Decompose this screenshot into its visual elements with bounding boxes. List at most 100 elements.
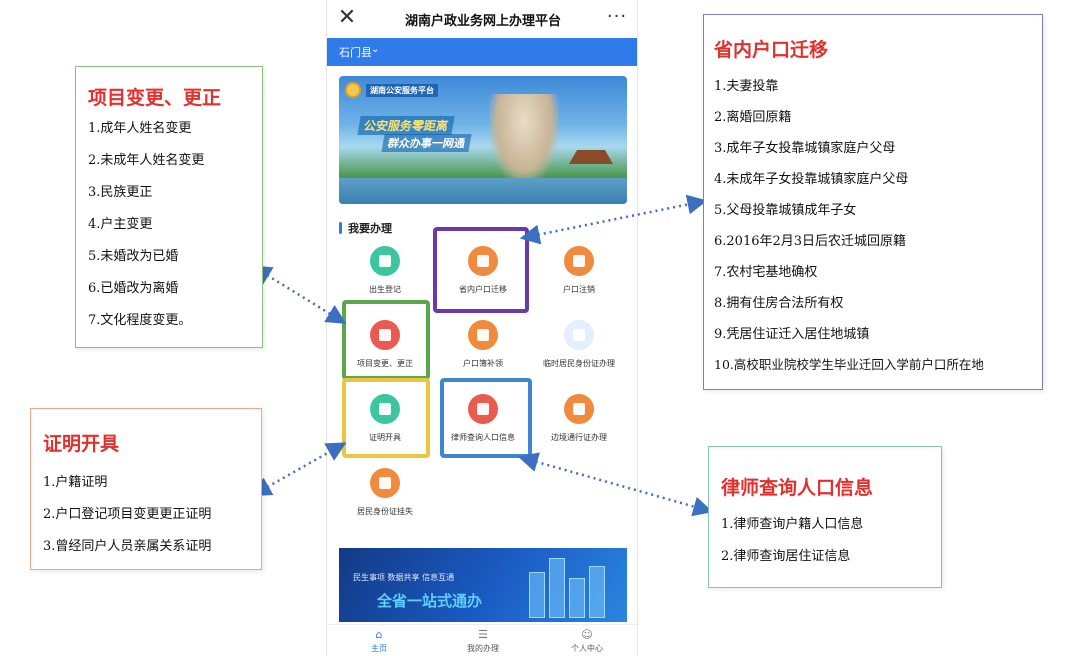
- callout-item: 6.已婚改为离婚: [88, 281, 179, 296]
- building-graphic: [549, 558, 565, 618]
- service-booklet-reissue[interactable]: 户口簿补领: [435, 320, 531, 380]
- region-selector[interactable]: 石门县: [339, 46, 372, 59]
- highlight-frame-migration: [433, 227, 529, 313]
- callout-title: 省内户口迁移: [714, 39, 829, 61]
- search-person-icon: [468, 394, 498, 424]
- callout-project-change: 项目变更、更正 1.成年人姓名变更 2.未成年人姓名变更 3.民族更正 4.户主…: [75, 66, 263, 348]
- service-id-card-loss[interactable]: 居民身份证挂失: [337, 468, 433, 528]
- callout-item: 6.2016年2月3日后农迁城回原籍: [714, 234, 907, 249]
- callout-item: 4.户主变更: [88, 217, 153, 232]
- callout-item: 5.父母投靠城镇成年子女: [714, 203, 857, 218]
- bottom-tab-bar: ⌂ 主页 ☰ 我的办理 ☺ 个人中心: [327, 624, 637, 656]
- callout-list: 1.律师查询户籍人口信息 2.律师查询居住证信息: [721, 513, 863, 577]
- callout-list: 1.户籍证明 2.户口登记项目变更更正证明 3.曾经同户人员亲属关系证明: [43, 471, 211, 567]
- banner-slogan-2: 群众办事一网通: [381, 134, 472, 152]
- callout-item: 5.未婚改为已婚: [88, 249, 179, 264]
- tab-label: 主页: [371, 644, 387, 653]
- callout-list: 1.夫妻投靠 2.离婚回原籍 3.成年子女投靠城镇家庭户父母 4.未成年子女投靠…: [714, 75, 984, 385]
- booklet-icon: [468, 320, 498, 350]
- person-move-icon: [468, 246, 498, 276]
- service-label: 边境通行证办理: [551, 433, 607, 442]
- police-badge-icon: [345, 82, 361, 98]
- callout-title: 律师查询人口信息: [721, 477, 874, 499]
- region-bar: 石门县 ⌄: [327, 38, 637, 66]
- section-title: 我要办理: [348, 222, 392, 235]
- service-hukou-cancel[interactable]: 户口注销: [531, 246, 627, 306]
- id-card-icon: [564, 320, 594, 350]
- service-project-change[interactable]: 项目变更、更正: [337, 320, 433, 380]
- tab-label: 个人中心: [571, 644, 603, 653]
- callout-title: 证明开具: [43, 433, 120, 455]
- phone-screen: ✕ 湖南户政业务网上办理平台 ··· 石门县 ⌄ 湖南公安服务平台 公安服务零距…: [326, 0, 638, 656]
- tab-my-applications[interactable]: ☰ 我的办理: [431, 625, 535, 656]
- callout-item: 2.律师查询居住证信息: [721, 549, 851, 564]
- service-border-pass[interactable]: 边境通行证办理: [531, 394, 627, 454]
- statue-image: [489, 94, 559, 184]
- close-icon[interactable]: ✕: [337, 5, 357, 30]
- service-certificate[interactable]: 证明开具: [337, 394, 433, 454]
- callout-item: 2.户口登记项目变更更正证明: [43, 507, 212, 522]
- document-cancel-icon: [564, 246, 594, 276]
- callout-item: 4.未成年子女投靠城镇家庭户父母: [714, 172, 909, 187]
- service-label: 证明开具: [369, 433, 401, 442]
- banner-brand: 湖南公安服务平台: [366, 83, 438, 97]
- callout-item: 9.凭居住证迁入居住地城镇: [714, 327, 870, 342]
- callout-item: 10.高校职业院校学生毕业迁回入学前户口所在地: [714, 357, 984, 372]
- tab-label: 我的办理: [467, 644, 499, 653]
- more-options-icon[interactable]: ···: [606, 6, 628, 27]
- tab-personal-center[interactable]: ☺ 个人中心: [535, 625, 637, 656]
- callout-item: 3.曾经同户人员亲属关系证明: [43, 539, 212, 554]
- promo-tagline: 民生事项 数据共享 信息互通: [353, 573, 455, 582]
- certificate-icon: [370, 394, 400, 424]
- callout-item: 1.户籍证明: [43, 475, 108, 490]
- service-temp-id-card[interactable]: 临时居民身份证办理: [531, 320, 627, 380]
- user-icon: ☺: [581, 628, 593, 641]
- clipboard-icon: [370, 320, 400, 350]
- callout-item: 8.拥有住房合法所有权: [714, 296, 844, 311]
- building-graphic: [529, 572, 545, 618]
- promo-banner[interactable]: 民生事项 数据共享 信息互通 全省一站式通办: [339, 548, 627, 622]
- callout-item: 3.民族更正: [88, 185, 153, 200]
- service-label: 出生登记: [369, 285, 401, 294]
- callout-item: 1.夫妻投靠: [714, 79, 779, 94]
- service-province-migration[interactable]: 省内户口迁移: [435, 246, 531, 306]
- callout-item: 2.未成年人姓名变更: [88, 153, 205, 168]
- tab-home[interactable]: ⌂ 主页: [327, 625, 431, 656]
- callout-title: 项目变更、更正: [88, 87, 222, 109]
- callout-item: 7.文化程度变更。: [88, 313, 192, 328]
- service-label: 临时居民身份证办理: [543, 359, 615, 368]
- pass-icon: [564, 394, 594, 424]
- list-icon: ☰: [478, 628, 488, 641]
- banner-slogan-1: 公安服务零距离: [357, 116, 455, 135]
- callout-certificate: 证明开具 1.户籍证明 2.户口登记项目变更更正证明 3.曾经同户人员亲属关系证…: [30, 408, 262, 570]
- section-header: 我要办理: [339, 220, 392, 236]
- service-label: 省内户口迁移: [459, 285, 507, 294]
- title-bar: ✕ 湖南户政业务网上办理平台 ···: [327, 0, 637, 38]
- service-label: 律师查询人口信息: [451, 433, 515, 442]
- callout-item: 3.成年子女投靠城镇家庭户父母: [714, 141, 896, 156]
- callout-lawyer: 律师查询人口信息 1.律师查询户籍人口信息 2.律师查询居住证信息: [708, 446, 942, 588]
- home-icon: ⌂: [375, 628, 383, 641]
- callout-item: 1.律师查询户籍人口信息: [721, 517, 864, 532]
- id-lost-icon: [370, 468, 400, 498]
- service-label: 户口注销: [563, 285, 595, 294]
- baby-icon: [370, 246, 400, 276]
- pavilion-image: [569, 134, 613, 164]
- callout-migration: 省内户口迁移 1.夫妻投靠 2.离婚回原籍 3.成年子女投靠城镇家庭户父母 4.…: [703, 14, 1043, 390]
- service-birth-registration[interactable]: 出生登记: [337, 246, 433, 306]
- highlight-frame-certificate: [342, 378, 430, 458]
- highlight-frame-project-change: [342, 300, 430, 380]
- building-graphic: [589, 566, 605, 618]
- chevron-down-icon[interactable]: ⌄: [371, 44, 380, 55]
- service-label: 居民身份证挂失: [357, 507, 413, 516]
- service-lawyer-query[interactable]: 律师查询人口信息: [435, 394, 531, 454]
- promo-headline: 全省一站式通办: [377, 592, 483, 610]
- hero-banner[interactable]: 湖南公安服务平台 公安服务零距离 群众办事一网通: [339, 76, 627, 204]
- section-marker: [339, 222, 342, 234]
- service-label: 户口簿补领: [463, 359, 503, 368]
- callout-item: 7.农村宅基地确权: [714, 265, 818, 280]
- callout-list: 1.成年人姓名变更 2.未成年人姓名变更 3.民族更正 4.户主变更 5.未婚改…: [88, 117, 204, 341]
- highlight-frame-lawyer: [440, 378, 532, 458]
- water-image: [339, 178, 627, 204]
- service-label: 项目变更、更正: [357, 359, 413, 368]
